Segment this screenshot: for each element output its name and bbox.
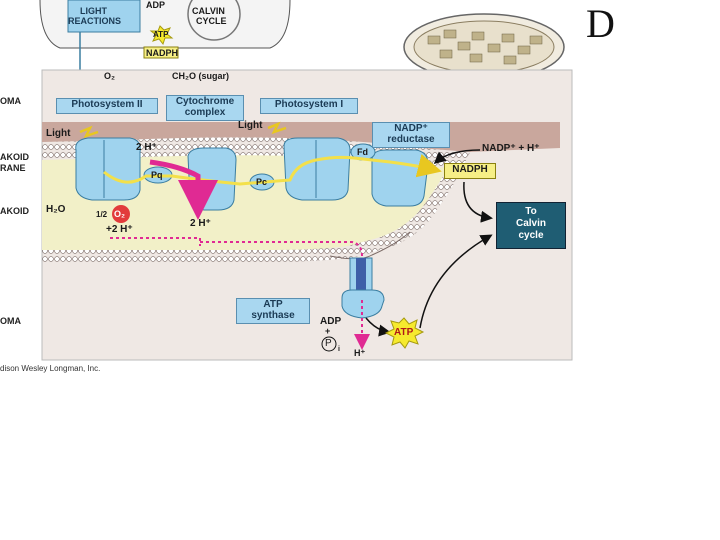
nadp-reductase-protein (371, 149, 429, 207)
inset-adp-label: ADP (146, 0, 166, 10)
photosystem-ii-complex (75, 137, 141, 201)
inset-light-label: LIGHT (80, 6, 107, 16)
to-calvin-line-2: Calvin (515, 218, 546, 229)
proton-pump-arrow (149, 159, 218, 220)
proton-gradient-path (110, 237, 363, 257)
inset-nadph-label: NADPH (146, 48, 179, 58)
atp-to-calvin-arrow (419, 234, 493, 329)
inset-atp-star (149, 25, 174, 46)
pc-label: Pc (256, 177, 268, 187)
atp-synthase-label: ATP synthase (236, 298, 310, 324)
cytochrome-line-1: Cytochrome (175, 96, 235, 107)
plus-2h-label: +2 H⁺ (106, 224, 133, 235)
half-label: 1/2 (96, 210, 108, 219)
atp-synthase-line-1: ATP (263, 299, 283, 310)
corner-letter: D (586, 1, 615, 46)
side-label-thylakoid: AKOID (0, 152, 29, 162)
atp-star (384, 317, 425, 349)
photosystem-i-label: Photosystem I (260, 98, 358, 114)
membrane-hump (329, 231, 411, 260)
o2-label: O₂ (114, 209, 125, 219)
inset-cycle-label: CYCLE (196, 16, 227, 26)
side-label-thylakoid-space: AKOID (0, 206, 29, 216)
side-label-stroma: OMA (0, 96, 21, 106)
inset-reactions-label: REACTIONS (68, 16, 122, 26)
photosystem-i-complex (283, 137, 351, 201)
side-label-membrane: RANE (0, 163, 26, 173)
phosphate-i-label: i (338, 346, 340, 353)
atp-synthase-line-2: synthase (251, 310, 295, 321)
to-calvin-cycle-box: To Calvin cycle (496, 202, 566, 249)
light-label-1: Light (46, 128, 71, 139)
copyright-credit: dison Wesley Longman, Inc. (0, 364, 101, 373)
two-h-plus-top: 2 H⁺ (136, 142, 157, 153)
chloroplast-thumbnail (403, 13, 565, 114)
inset-calvin-label: CALVIN (192, 6, 225, 16)
light-bolt-1 (79, 125, 99, 139)
atp-synthase-protein (341, 257, 385, 319)
nadp-plus-h-label: NADP⁺ + H⁺ (482, 143, 540, 154)
side-label-stroma-lower: OMA (0, 316, 21, 326)
nadp-in-arrow (433, 149, 481, 164)
nadp-reductase-label: NADP⁺ reductase (372, 122, 450, 148)
cytochrome-line-2: complex (184, 107, 226, 118)
adp-label: ADP (320, 316, 342, 327)
phosphate-circle (321, 336, 337, 352)
inset-o2-label: O₂ (104, 71, 115, 81)
fd-label: Fd (357, 147, 368, 157)
to-calvin-line-1: To (525, 206, 537, 217)
adp-to-atp-arrow (365, 317, 391, 337)
nadp-reductase-line-1: NADP⁺ (394, 123, 428, 134)
h2o-label: H₂O (46, 204, 66, 215)
nadph-box: NADPH (444, 163, 496, 179)
nadp-reductase-line-2: reductase (387, 134, 435, 145)
h-plus-label: H⁺ (354, 348, 366, 358)
two-h-plus-mid: 2 H⁺ (190, 218, 211, 229)
nadph-to-calvin-arrow (463, 181, 493, 223)
inset-ch2o-label: CH₂O (sugar) (172, 71, 230, 81)
cytochrome-complex-label: Cytochrome complex (166, 95, 244, 121)
photosystem-ii-label: Photosystem II (56, 98, 158, 114)
light-label-2: Light (238, 120, 263, 131)
inset-atp-label: ATP (153, 30, 169, 39)
to-calvin-line-3: cycle (518, 230, 544, 241)
o2-molecule (112, 205, 130, 223)
pq-label: Pq (151, 170, 163, 180)
phosphate-p-label: P (325, 338, 332, 349)
light-bolt-2 (267, 121, 287, 135)
electron-flow-path (103, 153, 442, 186)
atp-label: ATP (394, 327, 414, 338)
plus-label: + (325, 326, 331, 336)
